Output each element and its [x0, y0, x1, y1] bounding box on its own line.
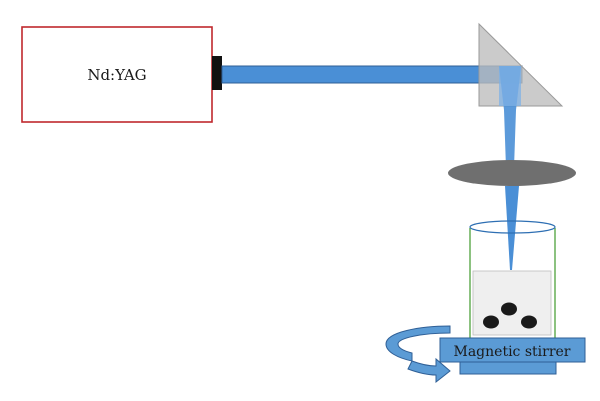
stirrer-plate: [439, 337, 586, 363]
laser-box: [21, 26, 213, 123]
rotation-arrow-back: [385, 325, 451, 362]
rotation-arrow-head: [407, 357, 451, 384]
particle: [483, 315, 499, 329]
beaker-rim: [469, 220, 556, 234]
focusing-lens: [448, 160, 576, 186]
laser-aperture: [212, 56, 222, 90]
beam-in-prism: [499, 66, 521, 106]
particle: [501, 302, 517, 316]
stirrer-label: Magnetic stirrer: [454, 344, 571, 360]
laser-label: Nd:YAG: [87, 66, 146, 84]
vertical-beam-lower: [505, 186, 519, 270]
horizontal-beam: [221, 65, 523, 84]
particle: [521, 315, 537, 329]
beaker: [469, 220, 556, 338]
